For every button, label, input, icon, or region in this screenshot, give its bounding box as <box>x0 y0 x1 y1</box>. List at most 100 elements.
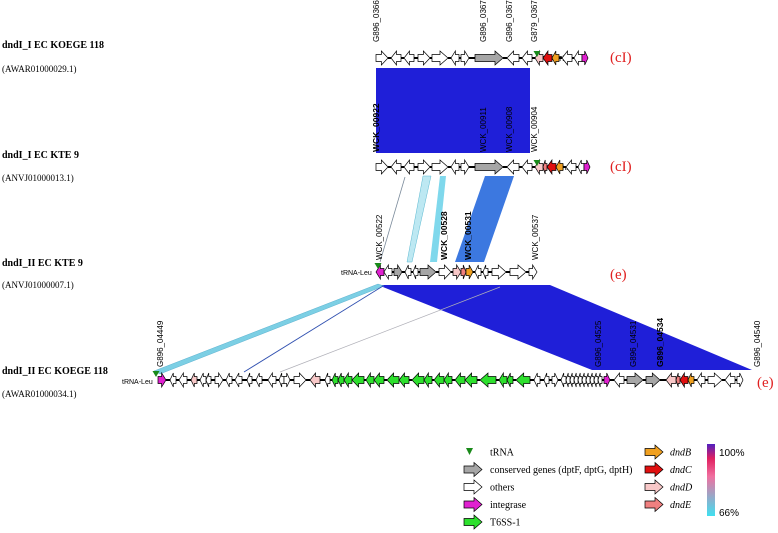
other-gene-arrow <box>324 372 331 388</box>
conserved-gene-arrow <box>626 372 644 388</box>
integrase-gene-arrow <box>603 372 611 388</box>
legend-label: T6SS-1 <box>490 518 521 529</box>
dndC-gene-arrow <box>546 158 557 176</box>
conserved-gene-arrow <box>645 372 661 388</box>
conserved-gene-arrow <box>419 264 437 280</box>
dndE-gene-arrow <box>542 159 548 175</box>
other-gene-arrow <box>521 49 533 67</box>
other-gene-arrow <box>293 372 307 388</box>
identity-gradient-bar <box>707 444 715 516</box>
t6ss-gene-arrow <box>433 371 445 389</box>
other-gene-arrow <box>403 49 415 67</box>
other-gene-arrow <box>450 49 460 67</box>
scale-min: 66% <box>719 508 739 519</box>
other-gene-arrow <box>565 158 577 176</box>
group-label: (cI) <box>610 50 632 66</box>
legend-label: conserved genes (dptF, dptG, dptH) <box>490 465 633 476</box>
other-gene-arrow <box>169 372 177 388</box>
other-gene-arrow <box>585 372 591 388</box>
other-gene-arrow <box>573 49 583 67</box>
legend-arrow-icon <box>463 496 483 513</box>
dndD-gene-arrow <box>534 49 544 67</box>
homology-block <box>378 285 752 370</box>
other-gene-arrow <box>528 263 538 281</box>
track-accession: (ANVJ01000013.1) <box>2 173 74 183</box>
legend-item: integrase <box>463 496 527 513</box>
dndB-gene-arrow <box>687 372 695 388</box>
dndD-gene-arrow <box>452 263 462 281</box>
other-gene-arrow <box>491 264 507 280</box>
track-3-labels: dndI_II EC KTE 9 (ANVJ01000007.1) <box>2 258 83 290</box>
track-2-labels: dndI_I EC KTE 9 (ANVJ01000013.1) <box>2 150 79 183</box>
locus-tag: G896_04540 <box>753 320 762 367</box>
other-gene-arrow <box>412 264 419 280</box>
other-gene-arrow <box>597 372 603 388</box>
dndE-gene-arrow <box>460 264 467 280</box>
trna-icon <box>466 448 473 455</box>
legend-item: dndE <box>644 496 691 513</box>
dndB-gene-arrow <box>551 50 560 66</box>
other-gene-arrow <box>482 264 489 280</box>
locus-tag: G896_04525 <box>594 320 603 367</box>
other-gene-arrow <box>506 159 520 175</box>
locus-tag: WCK_00922 <box>371 103 381 152</box>
dndC-gene-arrow <box>542 49 553 67</box>
track-name: dndI_II EC KTE 9 <box>2 258 83 269</box>
t6ss-gene-arrow <box>498 371 508 389</box>
dndD-gene-arrow <box>665 371 677 389</box>
integrase-gene-arrow <box>581 50 589 66</box>
track-accession: (ANVJ01000007.1) <box>2 280 74 290</box>
dndB-gene-arrow <box>465 264 474 280</box>
other-gene-arrow <box>521 158 533 176</box>
t6ss-gene-arrow <box>343 371 353 389</box>
legend-arrow-icon <box>644 444 664 460</box>
track-1-labels: dndI_I EC KOEGE 118 (AWAR01000029.1) <box>2 40 104 74</box>
legend-label: dndC <box>670 465 692 476</box>
other-gene-arrow <box>707 372 723 388</box>
scale-max: 100% <box>719 448 745 459</box>
other-gene-arrow <box>403 158 415 176</box>
locus-tag: G879_03678 <box>530 0 539 42</box>
other-gene-arrow <box>375 50 389 66</box>
legend-item: dndC <box>644 461 692 478</box>
other-gene-arrow <box>474 264 482 280</box>
other-gene-arrow <box>509 264 527 280</box>
other-gene-arrow <box>234 372 243 388</box>
other-gene-arrow <box>565 372 571 388</box>
track-accession: (AWAR01000029.1) <box>2 64 77 74</box>
t6ss-gene-arrow <box>443 371 453 389</box>
t6ss-gene-arrow <box>506 372 514 388</box>
legend-label: others <box>490 483 515 494</box>
legend-item: conserved genes (dptF, dptG, dptH) <box>463 461 633 478</box>
other-gene-arrow <box>560 372 567 388</box>
other-gene-arrow <box>506 50 520 66</box>
other-gene-arrow <box>246 372 253 388</box>
other-gene-arrow <box>383 263 393 281</box>
integrase-gene-arrow <box>583 159 591 175</box>
other-gene-arrow <box>390 158 402 176</box>
locus-tag: WCK_00537 <box>531 214 540 260</box>
other-gene-arrow <box>561 49 573 67</box>
homology-link <box>406 175 432 263</box>
other-gene-arrow <box>696 371 706 389</box>
group-label: (e) <box>610 267 627 283</box>
track-3-genes <box>375 263 538 281</box>
other-gene-arrow <box>214 371 224 389</box>
integrase-gene-arrow <box>157 371 167 389</box>
other-gene-arrow <box>404 264 412 280</box>
locus-tag: WCK_00908 <box>505 106 514 152</box>
other-gene-arrow <box>431 50 449 66</box>
other-gene-arrow <box>417 50 431 66</box>
locus-tag: WCK_00531 <box>463 211 473 260</box>
legend-arrow-icon <box>463 461 483 478</box>
locus-tag: G896_04449 <box>156 320 165 367</box>
track-2-genes <box>375 158 591 176</box>
t6ss-gene-arrow <box>479 372 497 388</box>
other-gene-arrow <box>589 372 595 388</box>
other-gene-arrow <box>573 372 579 388</box>
other-gene-arrow <box>199 372 207 388</box>
locus-tag: WCK_00522 <box>375 214 384 260</box>
t6ss-gene-arrow <box>464 372 478 388</box>
other-gene-arrow <box>533 372 541 388</box>
